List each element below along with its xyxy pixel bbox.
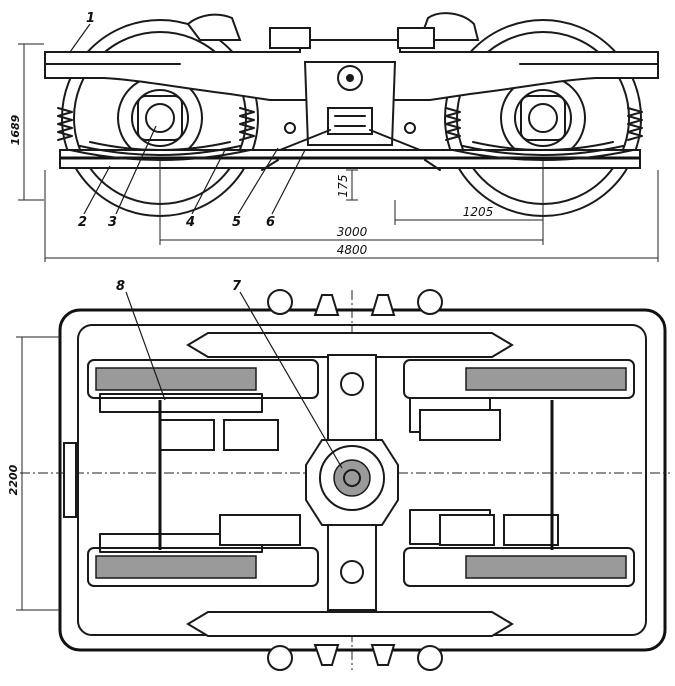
callout-6: 6 <box>266 215 275 230</box>
callout-7: 7 <box>232 279 242 294</box>
callouts-side: 1 2 3 4 5 6 <box>69 11 306 230</box>
callout-3: 3 <box>108 215 117 230</box>
outer-frame <box>58 308 667 652</box>
coil-springs <box>57 107 643 141</box>
wheelset-left-bottom <box>87 533 319 587</box>
dim-height-side: 1689 <box>9 114 22 145</box>
wheelset-left-top <box>87 359 319 413</box>
callout-1: 1 <box>86 11 95 26</box>
callout-8: 8 <box>116 279 125 294</box>
top-brace <box>186 332 514 358</box>
side-view: 1 2 3 4 5 6 1689 175 1205 3000 48 <box>9 11 659 262</box>
center-bolster <box>303 61 397 146</box>
dimensions-plan: 2200 <box>7 336 60 611</box>
axle-box-right <box>520 95 566 141</box>
dim-overall-width: 2200 <box>7 464 20 495</box>
center-pivot <box>305 439 399 526</box>
dim-wheelbase: 3000 <box>337 225 368 239</box>
callout-2: 2 <box>78 215 87 230</box>
wheelset-right-top <box>403 359 635 433</box>
bottom-brace <box>186 611 514 637</box>
motor-blocks <box>159 409 559 546</box>
callouts-plan: 8 7 <box>116 279 343 469</box>
plan-view: 8 7 2200 <box>7 279 670 671</box>
callout-5: 5 <box>232 215 241 230</box>
callout-4: 4 <box>185 215 195 230</box>
axle-box-left <box>137 95 183 141</box>
dim-half-base: 1205 <box>463 205 494 219</box>
brake-rigging <box>261 122 441 171</box>
top-lugs <box>267 289 443 316</box>
wheelset-right-bottom <box>403 509 635 587</box>
dim-axle-box-height: 175 <box>336 175 350 198</box>
dimensions-side: 1689 175 1205 3000 4800 <box>9 43 659 262</box>
dim-overall-length: 4800 <box>337 243 368 257</box>
bottom-lugs <box>267 644 443 671</box>
